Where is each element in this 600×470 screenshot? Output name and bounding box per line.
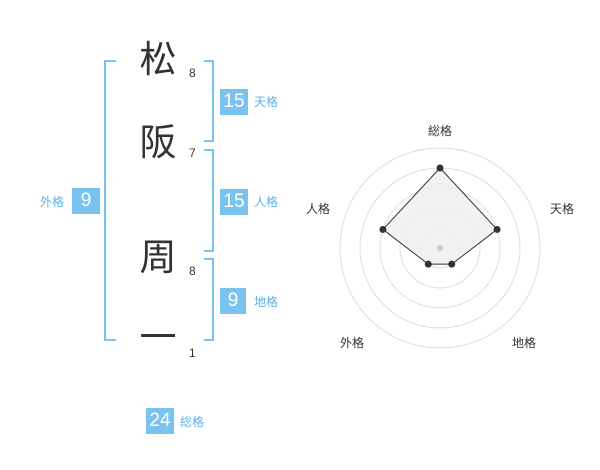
radar-point-2	[493, 225, 501, 233]
jinkaku-bracket	[204, 149, 214, 252]
tenkaku-bracket	[204, 60, 214, 142]
radar-center-dot	[437, 245, 443, 251]
radar-axis-label-tenkaku: 天格	[550, 202, 575, 216]
stroke-count-1: 8	[189, 66, 196, 80]
radar-point-5	[379, 225, 387, 233]
stroke-count-2: 7	[189, 146, 196, 160]
stroke-count-4: 1	[189, 346, 196, 360]
gaikaku-label: 外格	[40, 195, 65, 209]
radar-series-polygon	[382, 167, 498, 265]
name-char-4: 一	[139, 316, 177, 359]
radar-axis-label-gaikaku: 外格	[340, 336, 365, 350]
tenkaku-label: 天格	[254, 95, 279, 109]
gaikaku-value-badge: 9	[72, 188, 100, 214]
radar-point-4	[424, 260, 432, 268]
name-char-2: 阪	[139, 121, 177, 164]
tenkaku-value-badge: 15	[220, 89, 248, 115]
jinkaku-label: 人格	[254, 195, 279, 209]
radar-ring	[339, 147, 541, 349]
chikaku-label: 地格	[254, 295, 279, 309]
radar-point-3	[448, 260, 456, 268]
chikaku-value-badge: 9	[220, 288, 246, 314]
radar-axis-label-jinkaku: 人格	[306, 202, 331, 216]
name-char-1: 松	[139, 38, 177, 81]
gaikaku-bracket	[104, 60, 116, 341]
stroke-count-3: 8	[189, 264, 196, 278]
jinkaku-value-badge: 15	[220, 189, 248, 215]
chikaku-bracket	[204, 258, 214, 341]
radar-point-1	[436, 164, 444, 172]
radar-axis-label-chikaku: 地格	[512, 336, 537, 350]
radar-axis-label-soukaku: 総格	[428, 124, 453, 138]
soukaku-value-badge: 24	[146, 408, 174, 434]
soukaku-label: 総格	[180, 415, 205, 429]
name-char-3: 周	[139, 236, 177, 279]
